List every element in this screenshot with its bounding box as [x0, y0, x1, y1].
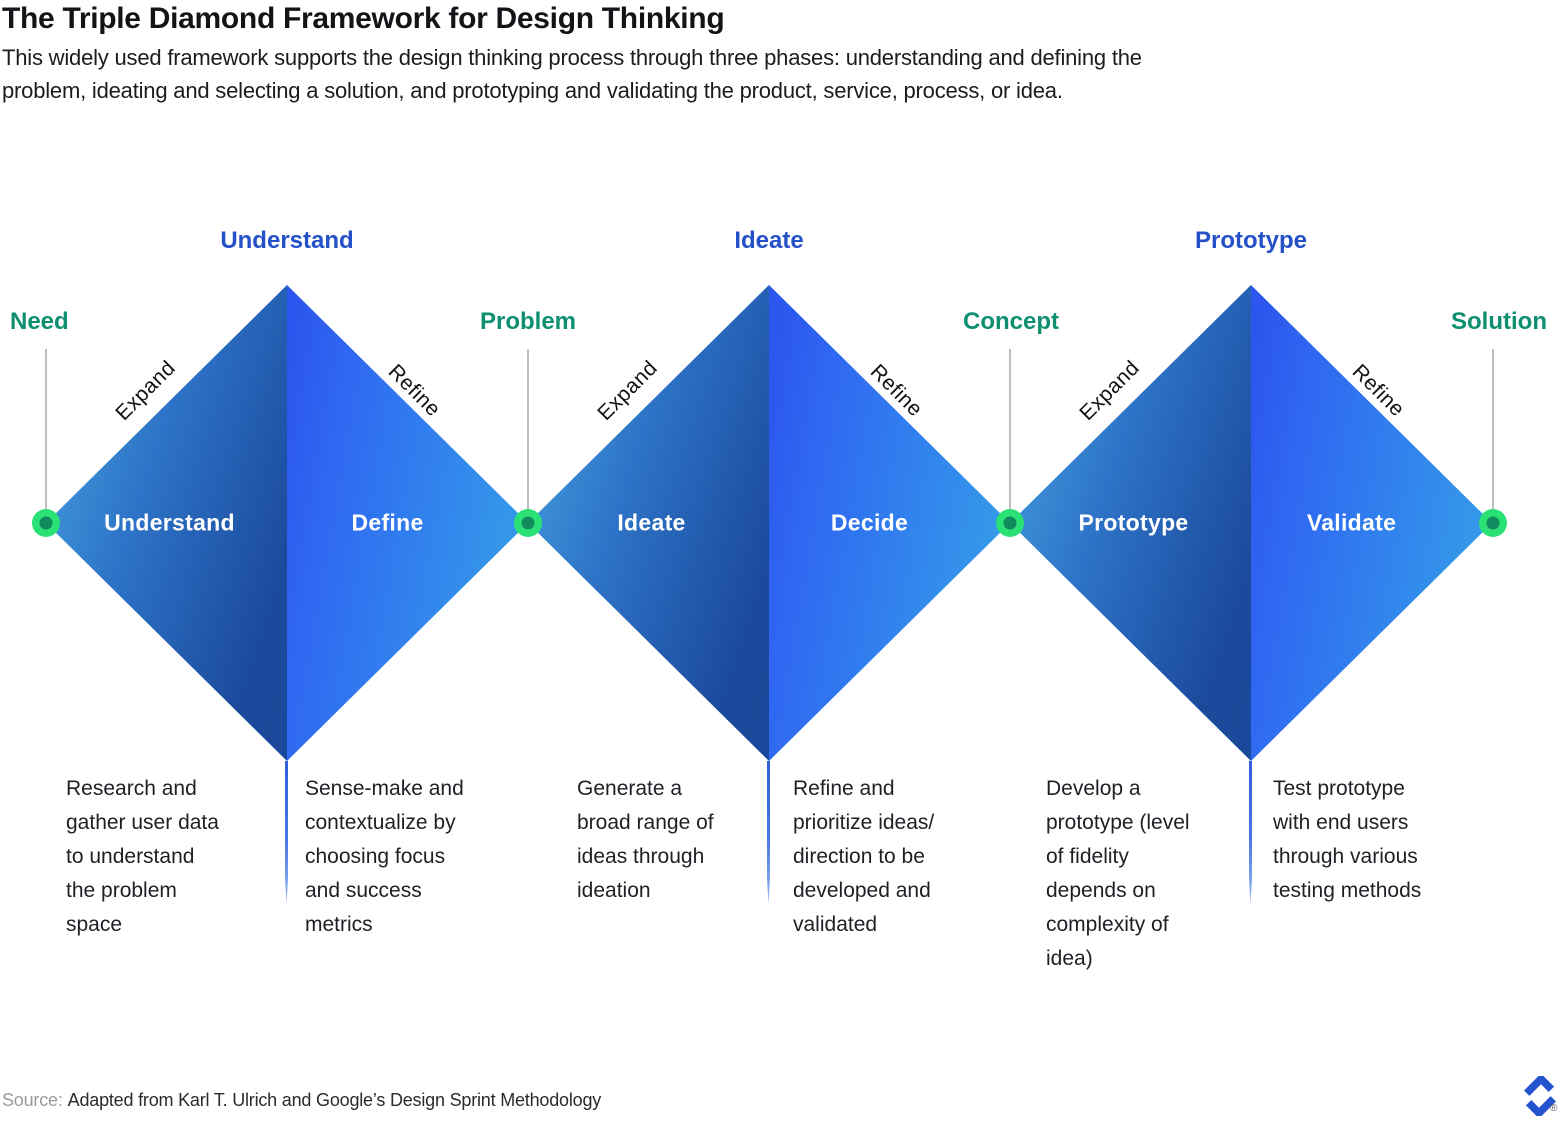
source-text: Adapted from Karl T. Ulrich and Google’s… — [67, 1090, 602, 1110]
description-decide: Refine and prioritize ideas/ direction t… — [793, 777, 935, 936]
stage-label-decide: Decide — [830, 509, 909, 536]
milestone-dot-core — [521, 516, 535, 530]
milestone-dot-solution — [1479, 509, 1507, 537]
diamond-tail-line — [1249, 761, 1252, 904]
page-title: The Triple Diamond Framework for Design … — [2, 2, 725, 35]
milestone-dot-core — [1486, 516, 1500, 530]
milestone-label-concept: Concept — [963, 308, 1059, 335]
source-label: Source: — [2, 1090, 63, 1110]
stage-label-ideate: Ideate — [617, 509, 686, 536]
registered-trademark-symbol: ® — [1550, 1103, 1558, 1114]
milestone-dot-need — [32, 509, 60, 537]
milestone-connector-line — [45, 349, 47, 516]
milestone-dot-concept — [996, 509, 1024, 537]
source-attribution: Source:Adapted from Karl T. Ulrich and G… — [2, 1090, 601, 1111]
description-ideate: Generate a broad range of ideas through … — [577, 777, 714, 902]
diamond-prototype: Prototype Expand Refine Prototype Valida… — [1010, 227, 1492, 904]
milestone-connector-line — [527, 349, 529, 516]
milestone-label-solution: Solution — [1451, 308, 1547, 335]
description-prototype: Develop a prototype (level of fidelity d… — [1046, 777, 1190, 970]
milestone-dot-problem — [514, 509, 542, 537]
phase-label-ideate: Ideate — [734, 227, 804, 254]
stage-label-define: Define — [351, 509, 424, 536]
milestone-dot-core — [39, 516, 53, 530]
phase-label-prototype: Prototype — [1194, 227, 1307, 254]
description-understand: Research and gather user data to underst… — [66, 777, 219, 936]
milestone-label-problem: Problem — [479, 308, 577, 335]
toptal-logo-icon — [1521, 1073, 1559, 1119]
diamond-tail-line — [767, 761, 770, 904]
diamond-tail-line — [285, 761, 288, 904]
milestone-connector-line — [1492, 349, 1494, 516]
stage-label-validate: Validate — [1306, 509, 1397, 536]
milestone-dot-core — [1003, 516, 1017, 530]
phase-label-understand: Understand — [220, 227, 354, 254]
stage-label-prototype: Prototype — [1078, 509, 1189, 536]
diamond-understand: Understand Expand Refine Understand Defi… — [46, 227, 528, 904]
page-subtitle: This widely used framework supports the … — [2, 45, 1142, 103]
milestone-connector-line — [1009, 349, 1011, 516]
description-define: Sense-make and contextualize by choosing… — [305, 777, 464, 936]
stage-label-understand: Understand — [104, 509, 235, 536]
diamond-ideate: Ideate Expand Refine Ideate Decide — [528, 227, 1010, 904]
milestone-label-need: Need — [10, 308, 69, 335]
description-validate: Test prototype with end users through va… — [1273, 777, 1422, 902]
